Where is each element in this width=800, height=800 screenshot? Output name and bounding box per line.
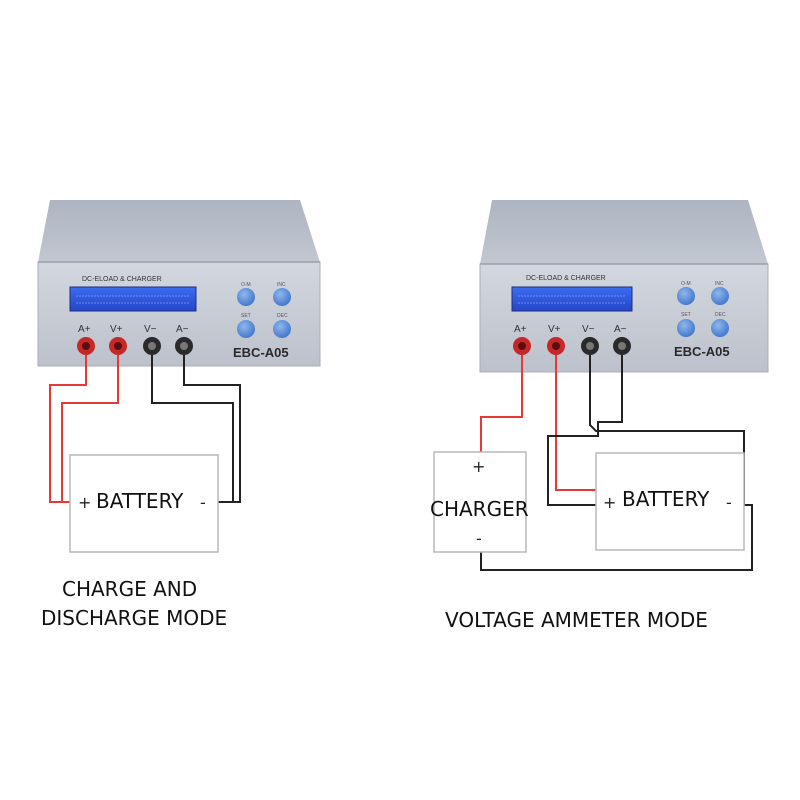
model-label: EBC-A05 — [233, 345, 289, 360]
left-device: DC-ELOAD & CHARGER O-M INC SET DEC EBC-A… — [37, 200, 321, 367]
battery-minus-sign: - — [200, 493, 206, 512]
lcd-display — [69, 286, 197, 312]
o-m-button — [677, 287, 695, 305]
battery-minus-sign: - — [726, 493, 732, 512]
left-battery: + BATTERY - — [69, 454, 219, 553]
svg-text:V+: V+ — [110, 324, 123, 335]
terminal-v-minus — [143, 337, 161, 355]
dec-button — [273, 320, 291, 338]
svg-text:O-M: O-M — [241, 282, 251, 288]
set-button — [677, 319, 695, 337]
terminal-v-minus — [581, 337, 599, 355]
model-label: EBC-A05 — [674, 344, 730, 359]
dec-button — [711, 319, 729, 337]
svg-text:A−: A− — [176, 324, 189, 335]
inc-button — [711, 287, 729, 305]
terminal-v-plus — [547, 337, 565, 355]
device-top-panel — [38, 200, 320, 262]
left-wires — [49, 355, 241, 503]
black-wire-a-minus — [547, 355, 623, 506]
black-wire-v-minus — [151, 355, 234, 503]
charger-box: + CHARGER - — [430, 451, 529, 553]
svg-text:DEC: DEC — [277, 313, 288, 319]
left-caption-line1: CHARGE AND — [62, 577, 197, 601]
battery-label: BATTERY — [96, 489, 184, 513]
battery-plus-sign: + — [78, 493, 91, 512]
device-brand-label: DC-ELOAD & CHARGER — [82, 276, 162, 283]
red-wire-v-plus — [61, 355, 119, 502]
svg-text:A+: A+ — [78, 324, 91, 335]
svg-text:A−: A− — [614, 324, 627, 335]
terminal-a-minus — [175, 337, 193, 355]
battery-plus-sign: + — [603, 493, 616, 512]
svg-text:DEC: DEC — [715, 312, 726, 318]
svg-text:SET: SET — [681, 312, 691, 318]
set-button — [237, 320, 255, 338]
device-brand-label: DC-ELOAD & CHARGER — [526, 275, 606, 282]
svg-text:SET: SET — [241, 313, 251, 319]
right-caption: VOLTAGE AMMETER MODE — [445, 608, 708, 632]
svg-text:A+: A+ — [514, 324, 527, 335]
battery-label: BATTERY — [622, 487, 710, 511]
red-wire-a-plus — [49, 355, 87, 503]
red-wire-v-plus — [555, 355, 600, 491]
charger-label: CHARGER — [430, 497, 529, 521]
black-wire-return — [480, 504, 753, 571]
o-m-button — [237, 288, 255, 306]
terminal-a-plus — [77, 337, 95, 355]
svg-text:INC: INC — [715, 281, 724, 287]
charger-plus-sign: + — [472, 457, 485, 476]
charger-minus-sign: - — [476, 529, 482, 548]
svg-text:V+: V+ — [548, 324, 561, 335]
svg-text:V−: V− — [582, 324, 595, 335]
svg-text:O-M: O-M — [681, 281, 691, 287]
right-battery: + BATTERY - — [595, 452, 745, 551]
inc-button — [273, 288, 291, 306]
terminal-a-minus — [613, 337, 631, 355]
svg-text:V−: V− — [144, 324, 157, 335]
left-caption-line2: DISCHARGE MODE — [41, 606, 227, 630]
terminal-v-plus — [109, 337, 127, 355]
red-wire-a-plus — [480, 355, 523, 452]
device-top-panel — [480, 200, 768, 264]
svg-text:INC: INC — [277, 282, 286, 288]
black-wire-a-minus — [183, 355, 241, 503]
lcd-display — [511, 286, 633, 312]
right-device: DC-ELOAD & CHARGER O-M INC SET DEC EBC-A… — [479, 200, 769, 373]
terminal-a-plus — [513, 337, 531, 355]
